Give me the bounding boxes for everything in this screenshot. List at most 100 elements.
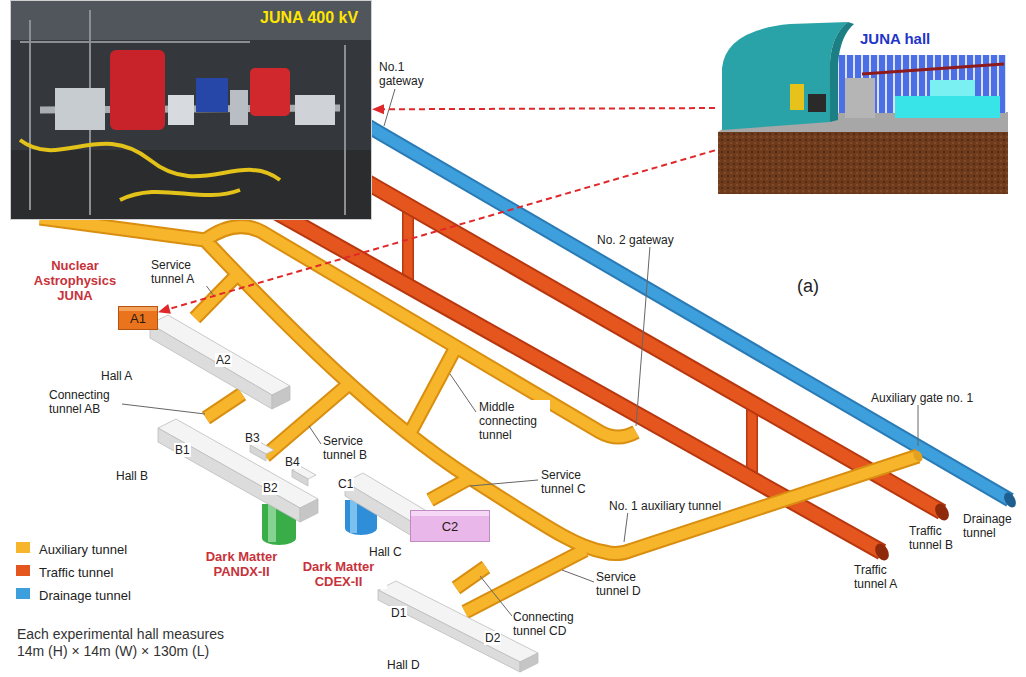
leader-line [636, 246, 650, 426]
photo-ground [10, 0, 372, 220]
label-anchor: A2 [215, 350, 232, 368]
tunnel-label: Service tunnel A [150, 258, 208, 286]
hall-arch [722, 22, 848, 130]
label-anchor: Traffic tunnel B [908, 524, 960, 553]
tube-body [330, 161, 942, 512]
label-anchor: Drainage tunnel [962, 512, 1020, 541]
accelerator-photo [10, 0, 372, 220]
label-anchor: B3 [244, 428, 261, 446]
vacuum-chamber [230, 90, 248, 125]
equipment-block [895, 96, 1000, 118]
label-anchor: Service tunnel A [150, 258, 208, 287]
label-anchor: No.1 gateway [378, 60, 432, 89]
cylinder-highlight [350, 500, 357, 533]
label-anchor: Hall A [100, 366, 133, 384]
label-anchor: Traffic tunnel A [853, 563, 911, 592]
blue-magnet [196, 78, 228, 112]
tube-body [40, 218, 918, 612]
label-anchor: B4 [284, 452, 301, 470]
hall-end [272, 386, 290, 409]
dashed-link [158, 150, 715, 313]
leader-lines [122, 89, 918, 616]
label-anchor: Connecting tunnel AB [48, 388, 122, 417]
gateway-label: No.1 gateway [378, 60, 432, 88]
label-anchor: Hall D [386, 655, 421, 673]
gateway-label: No. 2 gateway [596, 233, 675, 247]
label-anchor: Each experimental hall measures 14m (H) … [16, 626, 243, 660]
photo-caption: JUNA 400 kV [260, 8, 358, 27]
hall-side [345, 482, 412, 536]
block-id: C2 [442, 519, 459, 534]
hall-block: C2 [410, 510, 490, 542]
tunnel-label: Connecting tunnel CD [512, 610, 586, 638]
hall-name: Hall C [368, 545, 403, 559]
label-anchor: Dark Matter CDEX-II [290, 559, 387, 590]
leader-line [309, 426, 321, 444]
label-anchor: B1 [174, 440, 191, 458]
accelerator-part [790, 84, 804, 110]
dashed-line [384, 108, 715, 109]
vacuum-chamber [168, 95, 194, 125]
arrow-head [372, 104, 384, 114]
tunnel-label: Service tunnel C [540, 468, 602, 496]
leader-line [450, 374, 476, 412]
label-anchor: B2 [262, 478, 279, 496]
experiment-label: Dark Matter CDEX-II [290, 559, 387, 589]
hall-view: JUNA hall [715, 20, 1010, 195]
red-magnet [250, 68, 290, 116]
block-id: A1 [130, 311, 146, 326]
legend-anchor: Drainage tunnel [38, 586, 132, 604]
hall-part: C1 [337, 477, 354, 491]
legend-swatch [16, 588, 30, 599]
tube-end [872, 541, 891, 563]
hall-part: B2 [262, 481, 279, 495]
hall-title: JUNA hall [860, 30, 930, 48]
leader-line [470, 480, 538, 486]
experiment-label: Dark Matter PANDX-II [193, 549, 290, 579]
gate-label: Auxiliary gate no. 1 [870, 391, 974, 405]
hall-top [158, 419, 318, 508]
label-anchor: Hall C [368, 542, 403, 560]
shield-wall [845, 78, 875, 118]
label-anchor: (a) [796, 276, 820, 297]
tunnel-label: Connecting tunnel AB [48, 388, 122, 416]
dimension-note: Each experimental hall measures 14m (H) … [16, 626, 243, 660]
accelerator-part [808, 94, 826, 112]
photo-ceiling [10, 0, 372, 40]
hall-end [300, 499, 318, 522]
tunnel-label: Service tunnel D [595, 570, 657, 598]
leader-line [384, 89, 395, 126]
tube-end [932, 501, 951, 523]
leader-line [122, 404, 205, 414]
safety-cage [20, 10, 345, 215]
hall-part: D2 [484, 631, 501, 645]
equipment-block [930, 80, 975, 96]
hall-part: B1 [174, 443, 191, 457]
label-anchor: Hall B [115, 466, 149, 484]
tunnel-label: No. 1 auxiliary tunnel [608, 499, 722, 513]
tunnel-label: Service tunnel B [322, 434, 384, 462]
legend-anchor: Auxiliary tunnel [38, 540, 128, 558]
panel-letter: (a) [796, 276, 820, 297]
hall-side [150, 324, 272, 409]
experimental-halls [150, 315, 538, 672]
label-anchor: Middle connecting tunnel [478, 400, 550, 443]
legend-swatch [16, 565, 30, 576]
hall-part: B4 [284, 455, 301, 469]
hall-name: Hall D [386, 658, 421, 672]
dashed-line [170, 150, 715, 308]
tunnel-label: Traffic tunnel A [853, 563, 911, 591]
experiment-label: Nuclear Astrophysics JUNA [28, 258, 122, 303]
chamber-side [292, 470, 308, 486]
photo-border [11, 1, 372, 220]
label-anchor: No. 2 gateway [596, 230, 675, 248]
hall-side [378, 590, 520, 672]
red-magnet [110, 50, 165, 130]
legend-text: Drainage tunnel [38, 588, 132, 603]
tube-end [1002, 491, 1019, 510]
tunnel-label: Drainage tunnel [962, 512, 1020, 540]
hall-side [158, 428, 300, 522]
hall-illustration [718, 22, 1008, 194]
hall-name: Hall A [100, 369, 133, 383]
